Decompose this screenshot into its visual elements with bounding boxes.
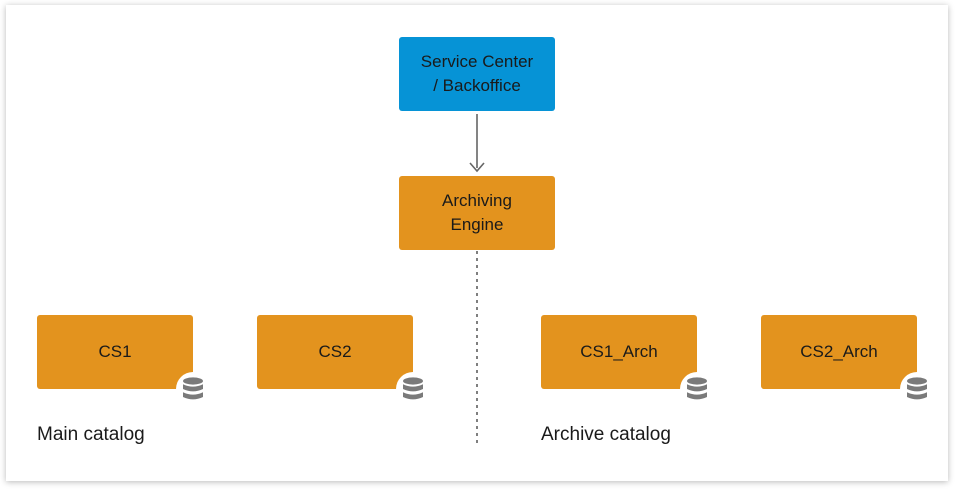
cs1-arch-label: CS1_Arch	[580, 342, 658, 361]
cs2-label: CS2	[318, 342, 352, 361]
database-icon	[396, 372, 430, 406]
arrow-head	[469, 162, 485, 173]
database-icon	[680, 372, 714, 406]
cs2-node: CS2	[257, 315, 413, 389]
cs2-arch-node: CS2_Arch	[761, 315, 917, 389]
cs1-arch-node: CS1_Arch	[541, 315, 697, 389]
archive-catalog-caption: Archive catalog	[541, 424, 671, 445]
archiving-engine-node: Archiving Engine	[399, 176, 555, 250]
main-catalog-caption: Main catalog	[37, 424, 145, 445]
cs2-arch-label: CS2_Arch	[800, 342, 878, 361]
service-center-label: Service Center / Backoffice	[420, 52, 534, 95]
database-icon	[176, 372, 210, 406]
cs1-node: CS1	[37, 315, 193, 389]
cs1-label: CS1	[98, 342, 132, 361]
archiving-engine-label: Archiving Engine	[442, 191, 512, 234]
service-center-node: Service Center / Backoffice	[399, 37, 555, 111]
database-icon	[900, 372, 934, 406]
